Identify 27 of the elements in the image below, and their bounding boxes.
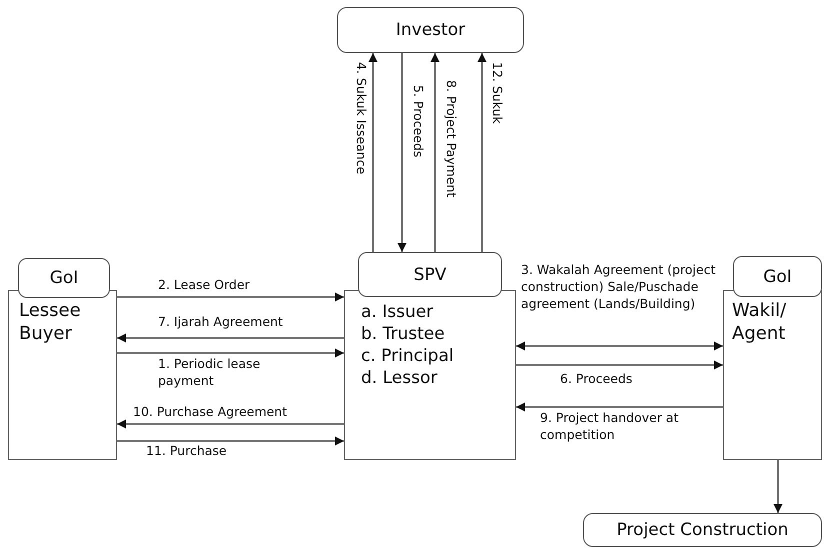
edge-label: 7. Ijarah Agreement	[158, 314, 283, 331]
arrow	[117, 420, 344, 428]
arrow	[478, 53, 486, 252]
rounded-box: Project Construction	[583, 513, 822, 547]
role-text: Lessee Buyer	[19, 299, 82, 346]
arrow	[774, 460, 782, 513]
role-text: a. Issuer	[361, 301, 434, 324]
arrow	[516, 402, 723, 412]
header-tab: GoI	[18, 258, 110, 298]
arrow	[430, 53, 440, 252]
role-text: Wakil/ Agent	[732, 299, 788, 346]
rounded-box: Investor	[337, 7, 524, 53]
arrow	[117, 436, 344, 446]
header-tab: SPV	[358, 252, 502, 297]
role-text: c. Principal	[361, 345, 455, 368]
header-tab: GoI	[733, 256, 822, 297]
arrow	[516, 360, 723, 370]
role-text: b. Trustee	[361, 323, 446, 346]
arrow	[117, 292, 344, 302]
arrow	[368, 53, 378, 252]
arrow	[398, 53, 406, 252]
role-text: d. Lessor	[361, 367, 438, 390]
arrow	[117, 348, 344, 358]
edge-label: 10. Purchase Agreement	[133, 404, 288, 421]
arrow	[516, 342, 723, 350]
edge-label: 8. Project Payment	[442, 80, 459, 198]
arrow	[117, 334, 344, 342]
